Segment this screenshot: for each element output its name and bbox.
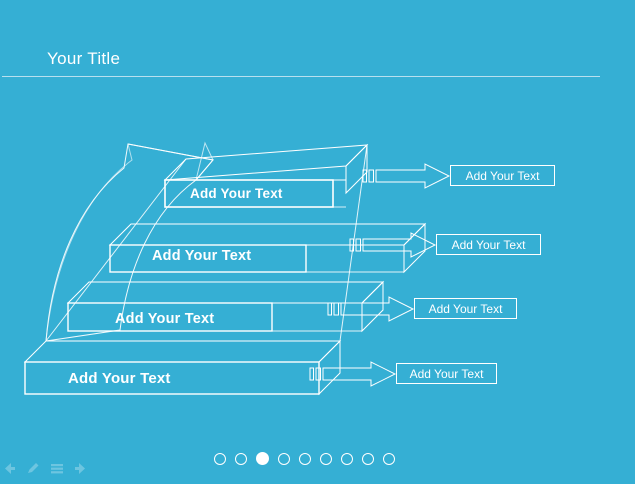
pagination-dot-8[interactable] [362, 452, 374, 465]
callout-arrow-3[interactable] [327, 296, 415, 322]
step-4-side-face [318, 339, 341, 396]
pagination-dots[interactable] [214, 452, 395, 465]
callout-shaft-4 [322, 361, 397, 387]
next-arrow-icon[interactable] [74, 462, 88, 475]
mini-toolbar[interactable] [2, 462, 88, 475]
page-title: Your Title [47, 49, 121, 68]
step-2-top-face [108, 223, 427, 246]
callout-arrow-2[interactable] [349, 232, 437, 258]
callout-shaft-2 [362, 232, 437, 258]
callout-arrow-4[interactable] [309, 361, 397, 387]
curved-arrow-head [127, 141, 214, 181]
callout-textbox-1[interactable]: Add Your Text [450, 165, 555, 186]
callout-tick-3b [333, 302, 339, 316]
step-4-top-face [23, 340, 342, 363]
callout-textbox-2[interactable]: Add Your Text [436, 234, 541, 255]
callout-tick-2b [355, 238, 361, 252]
pagination-dot-3[interactable] [256, 452, 269, 465]
step-1-top-face [163, 144, 369, 181]
step-3-label: Add Your Text [115, 311, 215, 327]
callout-arrow-1[interactable] [362, 163, 451, 189]
pagination-dot-7[interactable] [341, 452, 353, 465]
pagination-dot-6[interactable] [320, 452, 332, 465]
pagination-dot-1[interactable] [214, 452, 226, 465]
pagination-dot-2[interactable] [235, 452, 247, 465]
step-4-label: Add Your Text [68, 370, 171, 387]
callout-shaft-1 [375, 163, 451, 189]
pagination-dot-4[interactable] [278, 452, 290, 465]
step-1-front-face [164, 179, 334, 208]
callout-tick-3a [327, 302, 332, 316]
callout-tick-1a [362, 169, 367, 183]
step-3-side-face [361, 280, 384, 333]
step-1-label: Add Your Text [190, 186, 283, 201]
pencil-edit-icon[interactable] [26, 462, 40, 475]
callout-tick-1b [368, 169, 374, 183]
step-3-top-face [66, 281, 385, 304]
callout-textbox-4[interactable]: Add Your Text [396, 363, 497, 384]
callout-tick-4a [309, 367, 314, 381]
callout-shaft-3 [340, 296, 415, 322]
callout-textbox-3[interactable]: Add Your Text [414, 298, 517, 319]
step-2-side-face [403, 222, 426, 274]
callout-tick-2a [349, 238, 354, 252]
list-view-icon[interactable] [50, 462, 64, 475]
callout-tick-4b [315, 367, 321, 381]
previous-arrow-icon[interactable] [2, 462, 16, 475]
step-2-label: Add Your Text [152, 248, 252, 264]
pagination-dot-5[interactable] [299, 452, 311, 465]
pagination-dot-9[interactable] [383, 452, 395, 465]
title-divider [2, 76, 600, 77]
